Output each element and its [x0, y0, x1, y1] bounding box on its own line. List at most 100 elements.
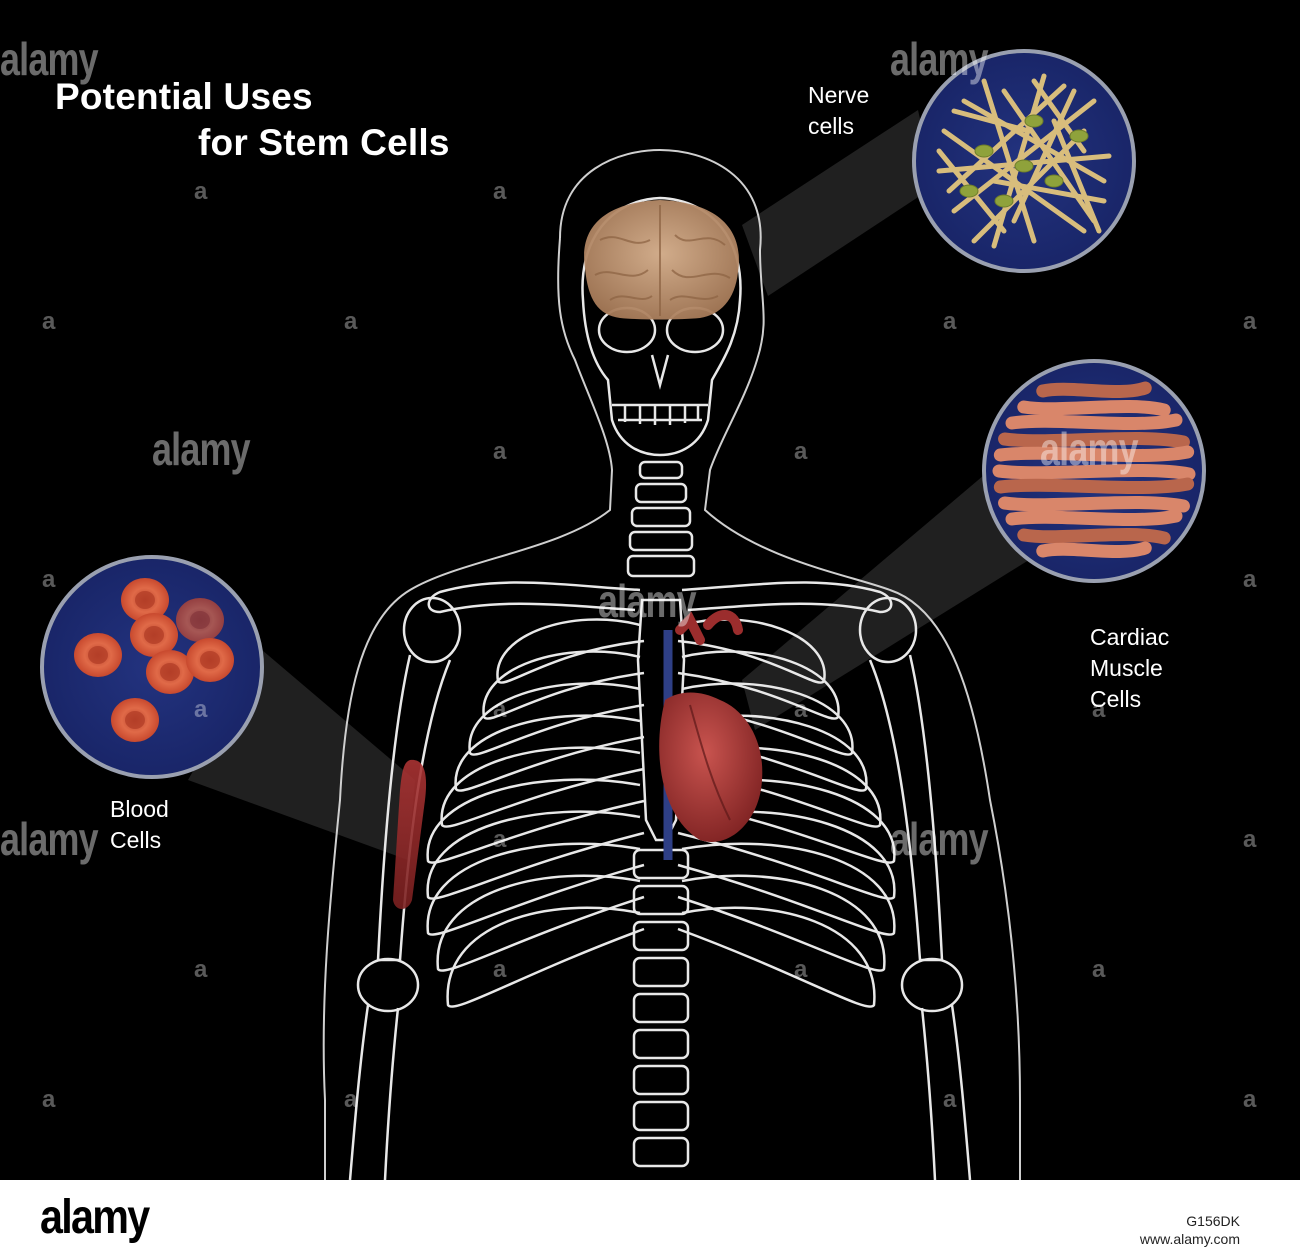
- body-silhouette: [322, 148, 1021, 1180]
- watermark-a: a: [943, 1086, 957, 1113]
- muscle-fiber: [998, 496, 1190, 513]
- rib: [496, 618, 645, 684]
- red-blood-cell: [121, 578, 169, 622]
- watermark: alamy: [0, 813, 99, 865]
- title-line-2: for Stem Cells: [198, 122, 450, 163]
- watermark-a: a: [1243, 826, 1257, 853]
- nerve-fiber: [991, 178, 1107, 204]
- nerve-label: Nerve cells: [808, 80, 869, 142]
- muscle-fiber: [1036, 381, 1152, 398]
- muscle-fiber: [993, 445, 1195, 462]
- rib: [677, 778, 896, 864]
- watermark-a: a: [1092, 956, 1106, 983]
- cardiac-label-line-2: Muscle: [1090, 655, 1163, 681]
- rib: [426, 810, 645, 900]
- nerve-beam: [742, 110, 935, 296]
- vertebra: [632, 884, 690, 916]
- muscle-fiber: [998, 432, 1190, 449]
- watermark-a: a: [1243, 308, 1257, 335]
- watermark-a: a: [42, 1086, 56, 1113]
- watermark-a: a: [1243, 1086, 1257, 1113]
- muscle-fiber: [1005, 413, 1183, 430]
- nerve-fiber: [1011, 88, 1077, 224]
- rib: [677, 746, 882, 828]
- vertebra: [632, 956, 690, 988]
- rib: [677, 810, 896, 900]
- muscle-fiber: [993, 477, 1195, 494]
- watermark-a: a: [794, 956, 808, 983]
- vertebra: [632, 992, 690, 1024]
- nerve-fiber: [1051, 118, 1102, 234]
- thoracic-lumbar-spine: [632, 848, 690, 1168]
- watermark-a: a: [42, 308, 56, 335]
- watermark-a: a: [794, 696, 808, 723]
- nerve-label-line-1: Nerve: [808, 82, 870, 108]
- vertebra: [632, 1064, 690, 1096]
- red-blood-cell: [111, 698, 159, 742]
- watermark-a: a: [493, 826, 507, 853]
- rib: [677, 906, 876, 1008]
- neuron-body: [1024, 114, 1044, 128]
- watermark-a: a: [493, 438, 507, 465]
- cardiac-label: Cardiac Muscle Cells: [1090, 622, 1169, 715]
- red-blood-cell: [146, 650, 194, 694]
- image-id: G156DK: [1186, 1213, 1240, 1229]
- vertebra: [632, 1100, 690, 1132]
- cervical-spine: [626, 460, 696, 578]
- watermark-a: a: [794, 438, 808, 465]
- watermark-a: a: [1092, 696, 1106, 723]
- watermark-a: a: [493, 178, 507, 205]
- blood-label: Blood Cells: [110, 794, 169, 856]
- cardiac-muscle-cells-icon: [982, 359, 1206, 583]
- rib: [468, 682, 645, 756]
- rib: [426, 778, 645, 864]
- rib: [677, 682, 854, 756]
- shoulder-girdle: [402, 581, 918, 664]
- muscle-fiber: [1017, 528, 1171, 545]
- watermark-a: a: [493, 956, 507, 983]
- muscle-fiber: [1005, 509, 1183, 526]
- watermark-a: a: [344, 1086, 358, 1113]
- rib: [454, 714, 645, 792]
- footer-logo[interactable]: alamy: [40, 1191, 150, 1244]
- nerve-fiber: [961, 98, 1107, 184]
- bone-marrow: [393, 759, 427, 909]
- watermark-a: a: [194, 956, 208, 983]
- cardiac-label-line-1: Cardiac: [1090, 624, 1170, 650]
- rib: [677, 874, 886, 972]
- nerve-cells-icon: [912, 49, 1136, 273]
- nerve-fiber: [946, 83, 1067, 194]
- watermark-a: a: [943, 308, 957, 335]
- watermark-a: a: [42, 566, 56, 593]
- vertebra: [632, 1028, 690, 1060]
- watermark: alamy: [152, 423, 251, 475]
- neuron-body: [994, 194, 1014, 208]
- watermark: alamy: [890, 33, 989, 85]
- vertebra: [632, 848, 690, 880]
- brain: [584, 200, 739, 320]
- illustration-canvas: Potential Uses for Stem Cells Nerve cell…: [0, 33, 1257, 1180]
- watermark: alamy: [1040, 423, 1139, 475]
- nerve-fiber: [1001, 88, 1097, 224]
- red-blood-cell: [130, 613, 178, 657]
- arm-bones: [348, 654, 972, 1180]
- muscle-fiber: [992, 464, 1196, 481]
- neuron-body: [974, 144, 994, 158]
- rib: [677, 714, 868, 792]
- cardiac-label-line-3: Cells: [1090, 686, 1142, 712]
- watermark-a: a: [194, 696, 208, 723]
- watermark: alamy: [0, 33, 99, 85]
- rib-cage: [426, 618, 896, 1008]
- rib: [426, 842, 645, 936]
- neuron-body: [1069, 129, 1089, 143]
- red-blood-cell: [186, 638, 234, 682]
- watermark: alamy: [598, 575, 697, 627]
- vertebra: [632, 1136, 690, 1168]
- site-url[interactable]: www.alamy.com: [1139, 1231, 1240, 1247]
- skull: [581, 196, 742, 457]
- muscle-fiber: [1036, 541, 1152, 558]
- watermark-a: a: [344, 308, 358, 335]
- rib: [440, 746, 645, 828]
- skeleton-illustration: [40, 49, 1206, 1180]
- neuron-body: [1014, 159, 1034, 173]
